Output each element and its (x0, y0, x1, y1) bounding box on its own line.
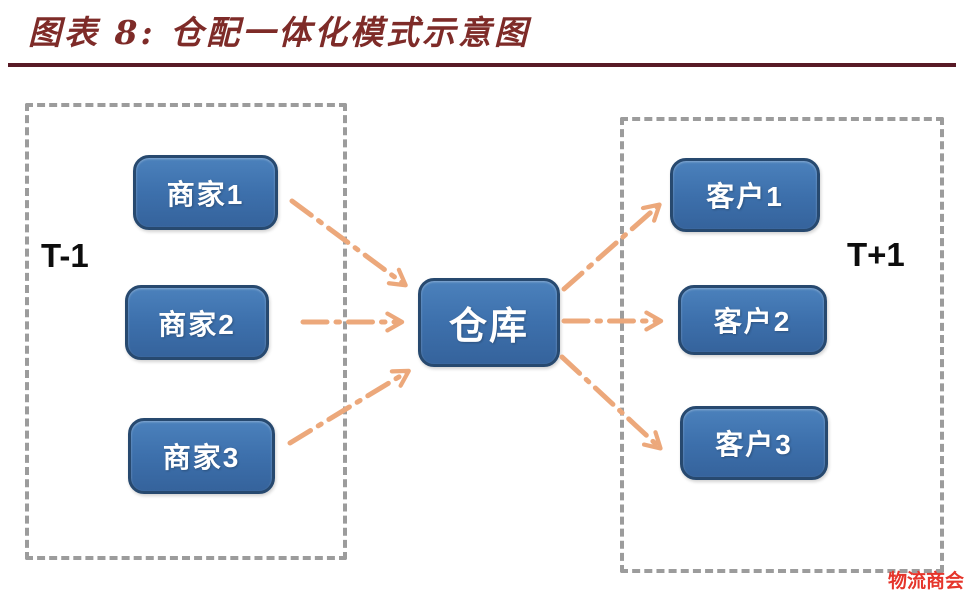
warehouse-node: 仓库 (418, 278, 560, 367)
customer-node-1: 客户1 (670, 158, 820, 232)
time-label-t-minus-1: T-1 (41, 237, 89, 274)
customer-node-2: 客户2 (678, 285, 827, 355)
watermark: 物流商会 (888, 571, 965, 592)
chart-title: 图表 8: 仓配一体化模式示意图 (28, 13, 531, 52)
time-label-t-plus-1: T+1 (847, 236, 905, 273)
merchants-group-box (25, 103, 347, 560)
merchant-node-1: 商家1 (133, 155, 278, 230)
merchant-node-2: 商家2 (125, 285, 269, 360)
customers-group-box (620, 117, 944, 573)
customer-node-3: 客户3 (680, 406, 828, 480)
merchant-node-3: 商家3 (128, 418, 275, 494)
title-underline (8, 63, 956, 67)
